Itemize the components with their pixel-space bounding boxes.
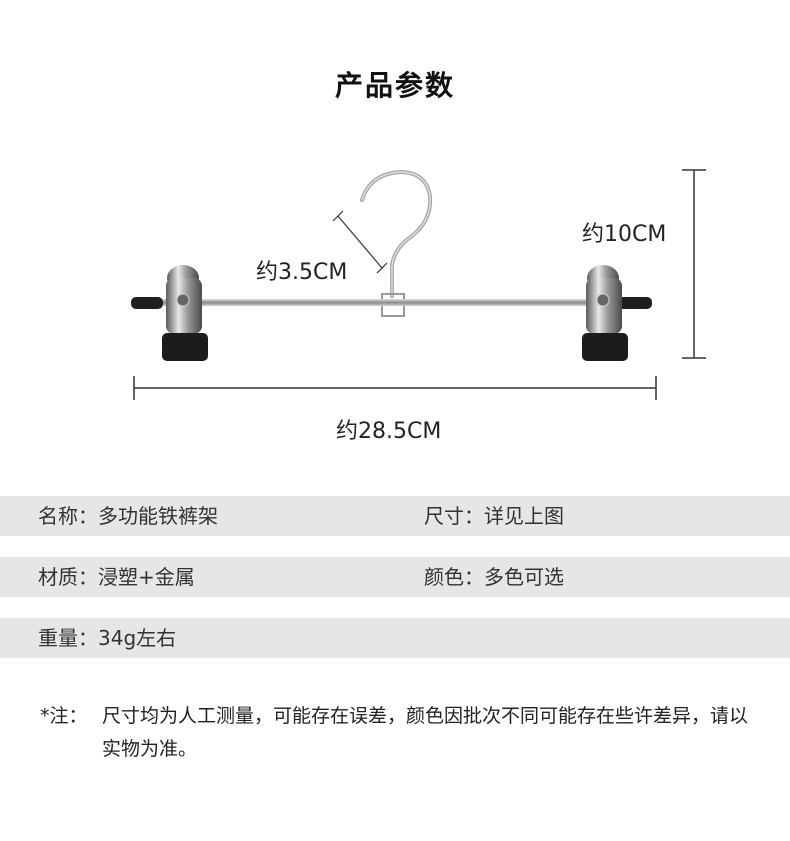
hook-icon (360, 169, 433, 298)
spec-row: 重量：34g左右 (0, 618, 790, 658)
spec-size: 尺寸：详见上图 (424, 504, 564, 528)
hanger-bar (140, 299, 640, 306)
hook-dimension-line (337, 215, 383, 269)
note-text: 尺寸均为人工测量，可能存在误差，颜色因批次不同可能存在些许差异，请以实物为准。 (102, 705, 749, 760)
spec-row: 材质：浸塑+金属 颜色：多色可选 (0, 557, 790, 597)
width-dimension-label: 约28.5CM (336, 419, 442, 444)
spec-material: 材质：浸塑+金属 (38, 565, 195, 589)
right-clip (582, 265, 628, 361)
left-clip (162, 265, 208, 361)
note-prefix: *注： (40, 705, 88, 727)
spec-name: 名称：多功能铁裤架 (38, 504, 218, 528)
hanger-illustration (131, 169, 706, 400)
height-dimension-label: 约10CM (582, 222, 667, 247)
page-title: 产品参数 (334, 69, 455, 102)
spec-row: 名称：多功能铁裤架 尺寸：详见上图 (0, 496, 790, 536)
spec-weight: 重量：34g左右 (38, 626, 177, 650)
hook-dimension-label: 约3.5CM (256, 260, 348, 285)
spec-color: 颜色：多色可选 (424, 565, 564, 589)
